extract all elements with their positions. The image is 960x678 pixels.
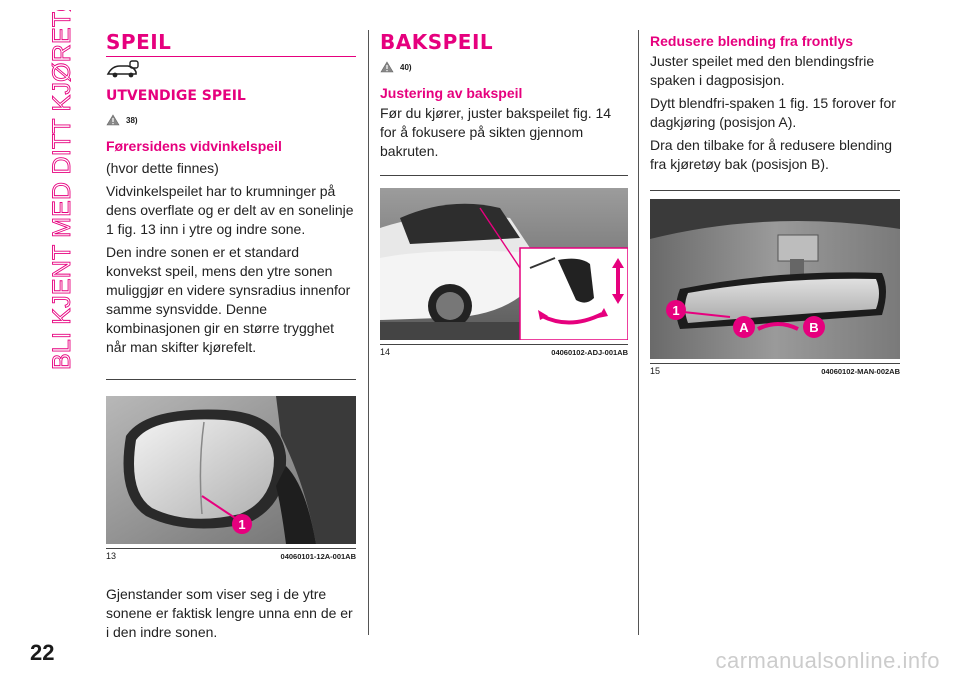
column-exterior-mirrors: SPEIL UTVENDIGE SPEIL 38) Førersidens vi…: [106, 30, 356, 642]
figure-rule: [380, 344, 628, 345]
paragraph: Vidvinkelspeilet har to krumninger på de…: [106, 183, 354, 237]
warning-icon: [106, 114, 120, 126]
figure-callout-b: B: [809, 320, 818, 335]
figure-callout: 1: [238, 517, 245, 532]
column-divider: [368, 30, 369, 635]
figure-callout-1: 1: [672, 303, 679, 318]
paragraph: Dra den tilbake for å redusere blending …: [650, 137, 893, 172]
paragraph: Den indre sonen er et standard konvekst …: [106, 244, 351, 355]
paragraph: Før du kjører, juster bakspeilet fig. 14…: [380, 105, 612, 159]
car-mirror-icon: [106, 57, 356, 83]
side-chapter-title-text: BLI KJENT MED DITT KJØRETØY: [48, 10, 76, 370]
figure-caption: 13 04060101-12A-001AB: [106, 549, 356, 563]
paragraph: Gjenstander som viser seg i de ytre sone…: [106, 586, 353, 640]
warning-ref-number: 40): [400, 62, 412, 72]
figure-13-side-mirror: 1: [106, 396, 356, 544]
figure-callout-a: A: [739, 320, 749, 335]
figure-caption: 15 04060102-MAN-002AB: [650, 364, 900, 378]
page-number: 22: [30, 640, 55, 665]
figure-code: 04060101-12A-001AB: [280, 551, 356, 561]
figure-number: 15: [650, 366, 661, 376]
figure-rule: [650, 363, 900, 364]
heading-speil: SPEIL: [106, 30, 356, 57]
section-title-adjust: Justering av bakspeil: [380, 85, 523, 101]
heading-utvendige-speil: UTVENDIGE SPEIL: [106, 88, 246, 104]
figure-rule: [380, 175, 628, 176]
warning-ref: 38): [106, 111, 356, 129]
figure-15-anti-glare: 1 A B: [650, 199, 900, 359]
watermark: carmanualsonline.info: [715, 648, 940, 673]
paragraph: Juster speilet med den blendingsfrie spa…: [650, 53, 875, 88]
figure-code: 04060102-MAN-002AB: [821, 366, 900, 376]
side-chapter-title: BLI KJENT MED DITT KJØRETØY: [26, 0, 86, 370]
column-anti-glare: Redusere blending fra frontlys Juster sp…: [650, 30, 900, 378]
section-title-anti-glare: Redusere blending fra frontlys: [650, 33, 854, 49]
column-rear-view-mirror: BAKSPEIL 40) Justering av bakspeil Før d…: [380, 30, 628, 359]
warning-icon: [380, 61, 394, 73]
paragraph: (hvor dette finnes): [106, 160, 219, 176]
figure-number: 13: [106, 551, 117, 561]
figure-rule: [106, 379, 356, 380]
heading-bakspeil: BAKSPEIL: [380, 30, 494, 54]
paragraph: Dytt blendfri-spaken 1 fig. 15 forover f…: [650, 95, 896, 130]
figure-rule: [650, 190, 900, 191]
column-divider: [638, 30, 639, 635]
figure-14-rear-mirror: [380, 188, 628, 340]
warning-ref-number: 38): [126, 115, 138, 125]
figure-rule: [106, 548, 356, 549]
figure-number: 14: [380, 347, 391, 357]
figure-code: 04060102-ADJ-001AB: [551, 347, 628, 357]
figure-caption: 14 04060102-ADJ-001AB: [380, 345, 628, 359]
section-title-wide-angle: Førersidens vidvinkelspeil: [106, 138, 282, 154]
warning-ref: 40): [380, 58, 628, 76]
